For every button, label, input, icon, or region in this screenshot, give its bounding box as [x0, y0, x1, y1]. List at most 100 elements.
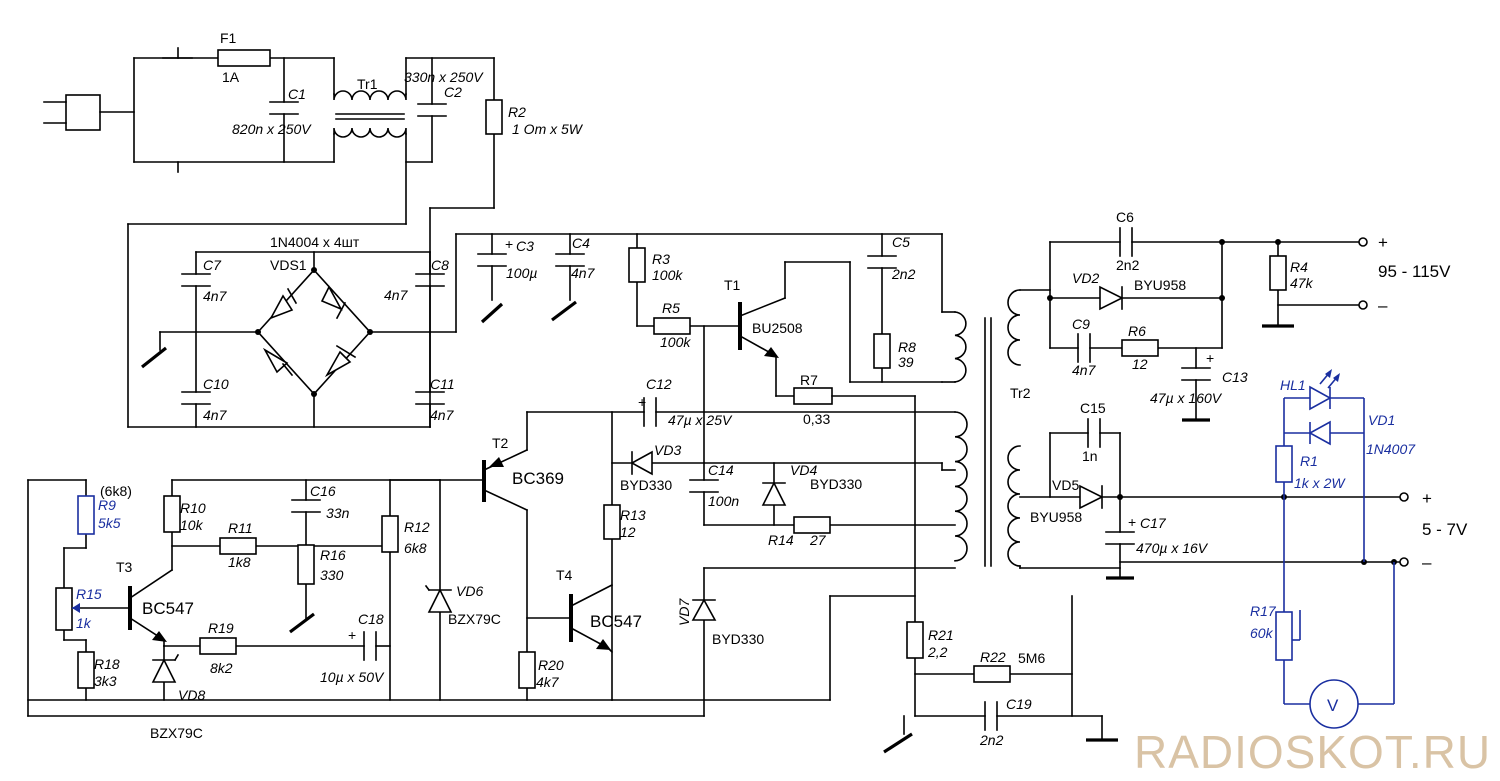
value-c17: 470µ x 16V	[1136, 540, 1209, 556]
capacitor-c5: C5 2n2	[867, 234, 916, 282]
watermark: RADIOSKOT.RU	[1134, 726, 1491, 778]
label-c13: C13	[1222, 369, 1248, 385]
label-r12: R12	[404, 519, 430, 535]
zener-vd8: VD8 BZX79C	[150, 653, 205, 741]
capacitor-c13: + C13 47µ x 160V	[1150, 350, 1248, 406]
value-c6: 2n2	[1116, 257, 1140, 273]
feedback-wiring	[27, 479, 441, 717]
label-r7: R7	[800, 372, 818, 388]
label-t3: T3	[116, 559, 133, 575]
resistor-r5: R5 100k	[653, 300, 691, 350]
transistor-t3: T3 BC547	[116, 559, 194, 647]
diode-vd1: VD1 1N4007	[1283, 398, 1416, 562]
value-c1: 820n x 250V	[232, 121, 312, 137]
bridge-vds1: 1N4004 x 4шт VDS1	[141, 234, 457, 428]
label-c10: C10	[203, 376, 229, 392]
value-r14: 27	[809, 532, 827, 548]
label-vd7: VD7	[676, 598, 692, 626]
label-r16: R16	[320, 547, 346, 563]
value-vd4: BYD330	[810, 476, 862, 492]
value-vd6: BZX79C	[448, 611, 501, 627]
diode-vd5: VD5 BYU958	[1030, 477, 1104, 525]
label-r1: R1	[1300, 453, 1318, 469]
label-r14: R14	[768, 532, 794, 548]
value-c3: 100µ	[506, 265, 537, 281]
value-r9: 5k5	[98, 515, 121, 531]
diode-vd7: VD7 BYD330	[676, 598, 764, 647]
transformer-tr1: Tr1	[333, 76, 407, 138]
resistor-r19: R19 8k2	[199, 620, 237, 676]
fuse-f1: F1 1A	[217, 30, 271, 85]
resistor-r6: R6 12	[1121, 323, 1159, 372]
capacitor-c14: C14 100n	[689, 462, 739, 509]
value-c13: 47µ x 160V	[1150, 390, 1223, 406]
value-t1: BU2508	[752, 320, 803, 336]
resistor-r22: R22 5M6	[973, 649, 1045, 683]
value-r10: 10k	[180, 517, 204, 533]
zener-vd6: VD6 BZX79C	[424, 583, 501, 627]
label-r10: R10	[180, 500, 206, 516]
value-r11: 1k8	[228, 554, 251, 570]
capacitors-bridge: C7 4n7 C10 4n7 C8 4n7 C11 4n7	[181, 257, 455, 423]
label-vd1: VD1	[1368, 412, 1395, 428]
value-c12: 47µ x 25V	[668, 412, 733, 428]
value-r4: 47k	[1290, 275, 1314, 291]
label-r18: R18	[94, 656, 120, 672]
plus-c17: +	[1128, 514, 1136, 530]
value-r16: 330	[320, 567, 344, 583]
mains-plug	[43, 57, 135, 163]
resistor-r18: R18 3k3	[77, 651, 120, 689]
resistor-r4: R4 47k	[1269, 255, 1314, 291]
label-c1: C1	[288, 86, 306, 102]
label-c8: C8	[431, 257, 449, 273]
label-vd4: VD4	[790, 462, 817, 478]
value-r8: 39	[898, 354, 914, 370]
value-c15: 1n	[1082, 448, 1098, 464]
plus-c12: +	[638, 394, 646, 410]
resistor-r8: R8 39	[873, 333, 916, 370]
output-lv-terminals: + – 5 - 7V	[1422, 489, 1468, 572]
value-c7: 4n7	[203, 288, 228, 304]
capacitor-c9: C9 4n7	[1072, 316, 1097, 378]
output-hv-voltage: 95 - 115V	[1378, 262, 1451, 281]
plus-hv: +	[1378, 233, 1388, 252]
label-vd5: VD5	[1052, 477, 1079, 493]
label-r21: R21	[928, 627, 954, 643]
capacitor-c15: C15 1n	[1080, 400, 1106, 464]
value-r5: 100k	[660, 334, 691, 350]
label-c5: C5	[892, 234, 910, 250]
resistor-r9: (6k8) R9 5k5	[77, 483, 132, 535]
value-c10: 4n7	[203, 407, 228, 423]
value-c9: 4n7	[1072, 362, 1097, 378]
transistor-t4: T4 BC547	[556, 567, 642, 654]
label-hl1: HL1	[1280, 377, 1306, 393]
capacitor-c1: C1 820n x 250V	[232, 86, 312, 137]
value-r12: 6k8	[404, 540, 427, 556]
value-c16: 33n	[326, 505, 350, 521]
label-vd2: VD2	[1072, 270, 1099, 286]
label-r17: R17	[1250, 603, 1277, 619]
value-r7: 0,33	[803, 411, 830, 427]
label-r4: R4	[1290, 259, 1308, 275]
label-r2: R2	[508, 104, 526, 120]
value-vd2: BYU958	[1134, 277, 1186, 293]
label-t1: T1	[724, 277, 741, 293]
value-t2: BC369	[512, 469, 564, 488]
label-c6: C6	[1116, 209, 1134, 225]
value-vd3: BYD330	[620, 477, 672, 493]
hv-bus	[455, 233, 956, 464]
value-r2: 1 Om x 5W	[512, 121, 584, 137]
value-c14: 100n	[708, 493, 739, 509]
value-c4: 4n7	[571, 265, 596, 281]
label-r3: R3	[652, 251, 670, 267]
capacitor-c12: + C12 47µ x 25V	[638, 376, 733, 428]
resistor-r10: R10 10k	[163, 495, 206, 533]
value-r6: 12	[1132, 356, 1148, 372]
value-r19: 8k2	[210, 660, 233, 676]
label-r6: R6	[1128, 323, 1146, 339]
value-c5: 2n2	[891, 266, 916, 282]
value-r17: 60k	[1250, 625, 1274, 641]
resistor-r13: R13 12	[603, 504, 646, 540]
resistor-r20: R20 4k7	[518, 651, 564, 690]
diode-vd4: VD4 BYD330	[761, 462, 862, 506]
